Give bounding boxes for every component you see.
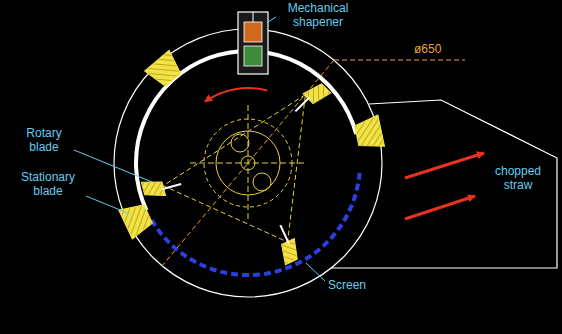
dimension-leader [334, 60, 465, 61]
part-label: Mechanical shapener [279, 1, 357, 29]
casing-arc [136, 51, 356, 210]
stationary-blades [119, 50, 385, 239]
rotary-blades [141, 80, 330, 265]
leader-lines [74, 17, 325, 281]
outlet-duct [331, 100, 557, 268]
screen-arc [151, 173, 360, 275]
part-label: Screen [328, 278, 366, 292]
diameter-line [162, 60, 334, 266]
part-label: chopped straw [488, 164, 548, 192]
flow-arrow [405, 153, 484, 178]
rotation-arrow [205, 88, 267, 102]
part-label: Stationary blade [12, 170, 84, 198]
rotor [163, 95, 306, 242]
sharpener [238, 12, 268, 74]
part-label: ø650 [414, 42, 441, 56]
flow-arrow [405, 196, 475, 219]
part-label: Rotary blade [16, 126, 72, 154]
